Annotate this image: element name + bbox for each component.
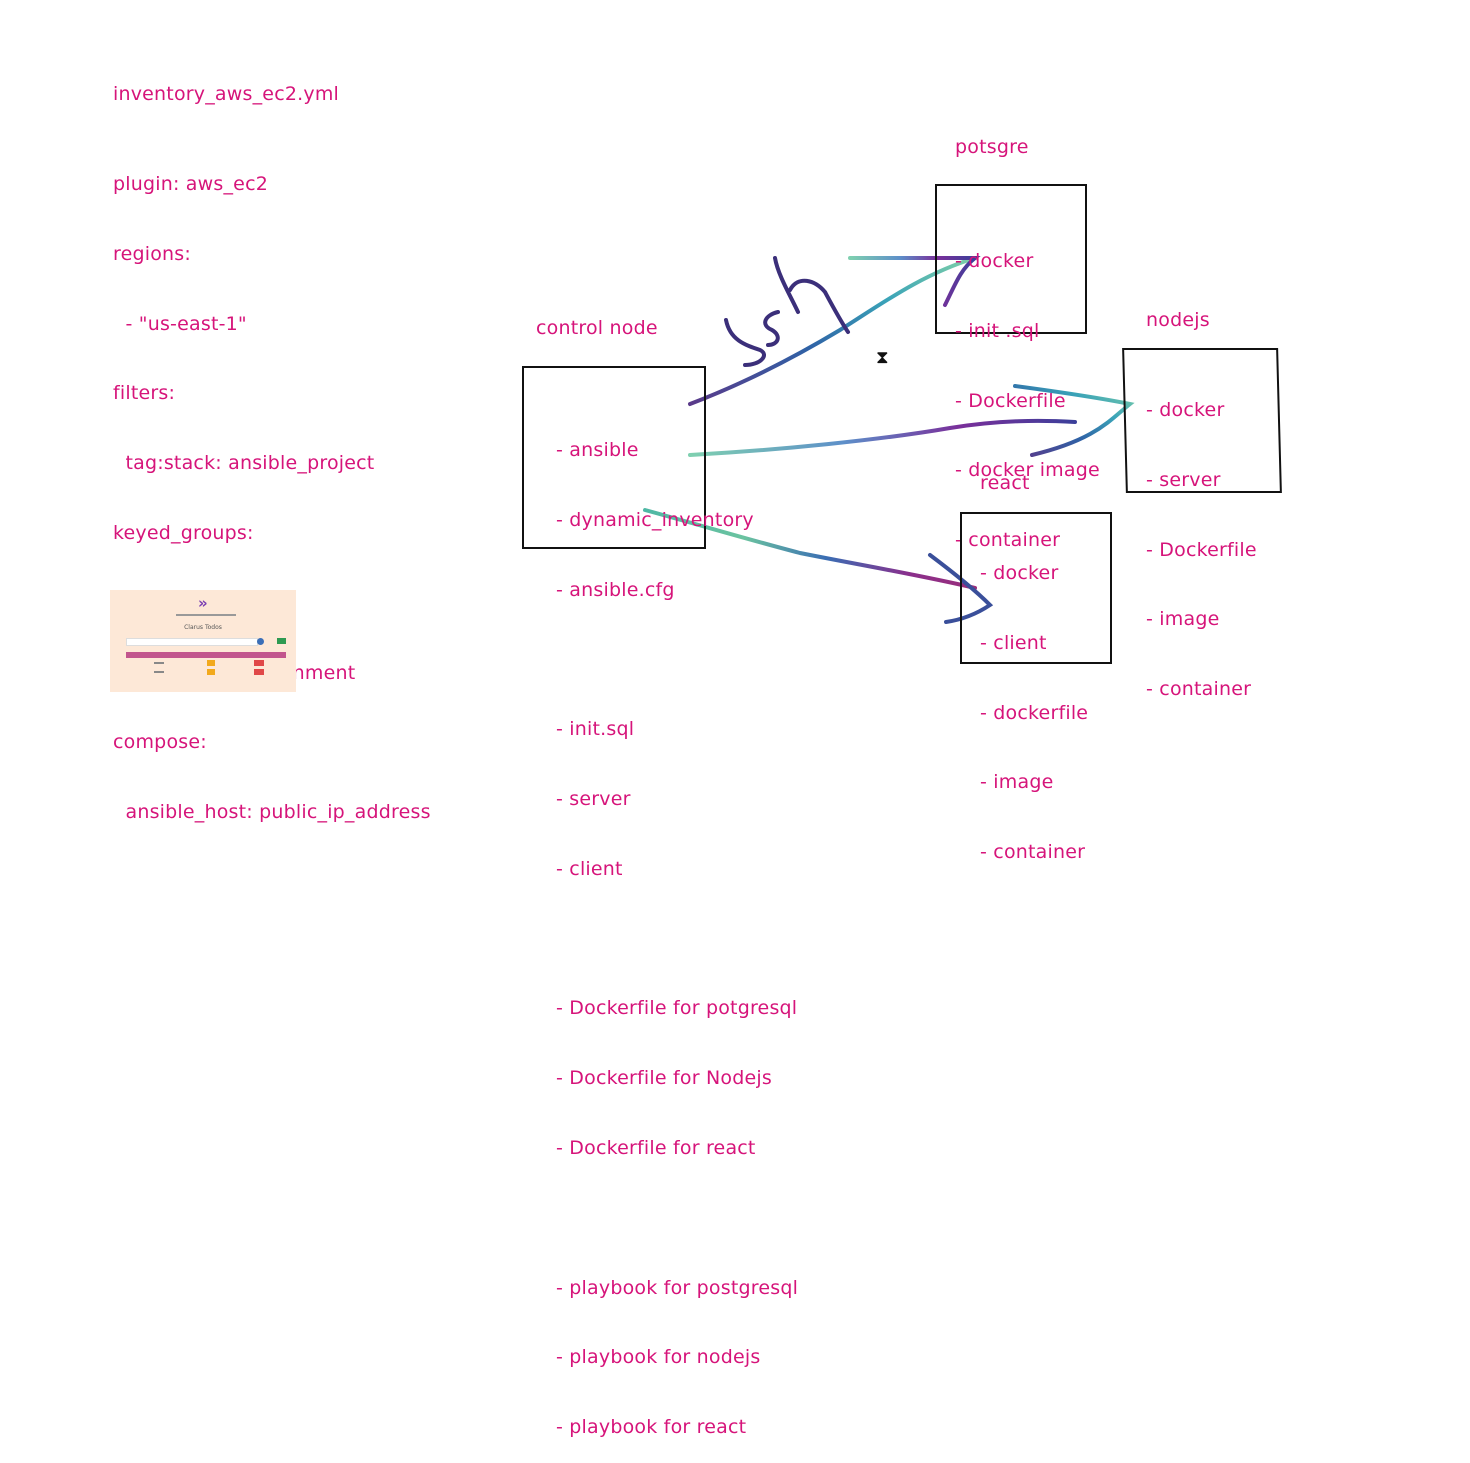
- postgres-list: - docker - init .sql - Dockerfile - dock…: [955, 205, 1100, 576]
- thumbnail-subtitle-line: [176, 614, 236, 616]
- arrow-to-postgres: [688, 256, 977, 406]
- arrowhead-postgres: [848, 256, 981, 307]
- react-list: - docker - client - dockerfile - image -…: [980, 517, 1088, 888]
- list-item: - ansible.cfg: [556, 578, 675, 601]
- list-item: - init.sql: [556, 718, 635, 741]
- list-item: - server: [556, 787, 631, 810]
- list-item: [556, 1206, 798, 1232]
- yaml-line: regions:: [113, 242, 191, 265]
- list-item: - image: [1146, 608, 1220, 631]
- chevron-logo-icon: »: [198, 594, 208, 612]
- list-item: - docker: [980, 562, 1059, 584]
- react-box: [960, 512, 1112, 664]
- arrow-strokes: [643, 256, 1135, 624]
- thumbnail-dot: [257, 638, 264, 645]
- yaml-line: ansible_host: public_ip_address: [113, 801, 431, 824]
- arrow-to-nodejs: [688, 418, 1077, 457]
- inventory-yaml: plugin: aws_ec2 regions: - "us-east-1" f…: [113, 128, 431, 848]
- thumbnail-table-row: [126, 660, 286, 668]
- list-item: - Dockerfile: [1146, 538, 1257, 561]
- list-item: - Dockerfile for potgresql: [556, 997, 798, 1020]
- yaml-line: - "us-east-1": [113, 312, 247, 335]
- list-item: [556, 647, 798, 673]
- postgres-title: potsgre: [955, 136, 1029, 158]
- list-item: - playbook for react: [556, 1416, 747, 1439]
- list-item: - server: [1146, 468, 1221, 491]
- list-item: - playbook for nodejs: [556, 1346, 761, 1369]
- nodejs-title: nodejs: [1146, 309, 1210, 331]
- list-item: - container: [1146, 678, 1252, 701]
- thumbnail-table-row: [126, 669, 286, 677]
- control-node-box: [522, 366, 706, 549]
- arrowhead-nodejs: [1013, 384, 1135, 457]
- list-item: - docker: [1146, 399, 1225, 421]
- list-item: - image: [980, 771, 1054, 794]
- list-item: - ansible: [556, 439, 639, 461]
- list-item: - Dockerfile for Nodejs: [556, 1067, 772, 1090]
- list-item: - docker image: [955, 459, 1100, 482]
- list-item: - Dockerfile for react: [556, 1136, 756, 1159]
- app-thumbnail: » Clarus Todos: [110, 590, 296, 692]
- yaml-line: keyed_groups:: [113, 521, 254, 544]
- postgres-box: [935, 184, 1087, 334]
- list-item: - client: [980, 631, 1047, 654]
- thumbnail-add-button: [277, 638, 286, 644]
- list-item: - playbook for postgresql: [556, 1276, 799, 1299]
- list-item: - container: [955, 529, 1061, 552]
- list-item: - client: [556, 857, 623, 880]
- control-node-title: control node: [536, 317, 658, 339]
- yaml-line: plugin: aws_ec2: [113, 173, 269, 195]
- arrowhead-react: [928, 553, 994, 624]
- list-item: - init .sql: [955, 319, 1040, 342]
- yaml-line: filters:: [113, 382, 176, 405]
- list-item: - dockerfile: [980, 701, 1089, 724]
- list-item: - docker: [955, 250, 1034, 272]
- list-item: - Dockerfile: [955, 389, 1066, 412]
- list-item: - dynamic_inventory: [556, 508, 754, 531]
- control-node-list: - ansible - dynamic_inventory - ansible.…: [556, 394, 798, 1463]
- nodejs-list: - docker - server - Dockerfile - image -…: [1146, 354, 1257, 725]
- list-item: - container: [980, 841, 1086, 864]
- thumbnail-input: [126, 638, 258, 646]
- thumbnail-table-header: [126, 652, 286, 658]
- yaml-line: compose:: [113, 731, 207, 754]
- thumbnail-app-title: Clarus Todos: [184, 624, 222, 631]
- inventory-filename: inventory_aws_ec2.yml: [113, 83, 340, 105]
- yaml-line: tag:stack: ansible_project: [113, 452, 375, 475]
- hourglass-cursor-icon: ⧗: [876, 347, 889, 368]
- react-title: react: [980, 472, 1030, 494]
- list-item: [556, 927, 798, 953]
- ssh-scribble: [724, 256, 850, 367]
- arrow-to-react: [643, 508, 977, 590]
